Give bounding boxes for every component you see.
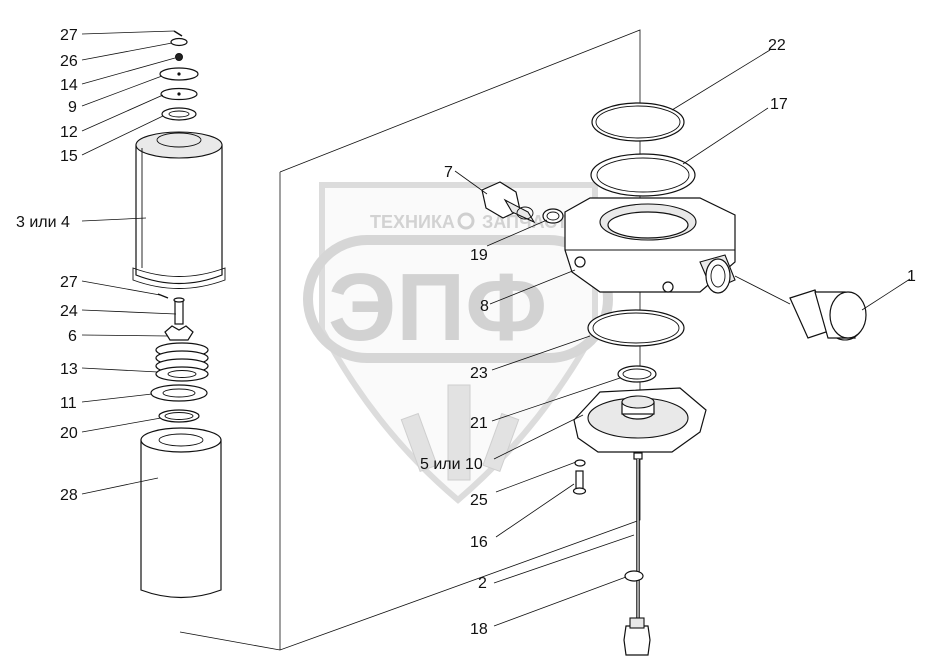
callout-22: 22 — [768, 37, 786, 54]
watermark-wheat-icon — [400, 384, 520, 481]
part-3-or-4-filter-housing — [132, 131, 226, 289]
callout-17: 17 — [770, 96, 788, 113]
part-5-or-10-cover — [573, 387, 707, 453]
part-28-filter-element — [140, 427, 222, 599]
part-15-ring-inner — [168, 110, 190, 118]
callout-18: 18 — [470, 621, 488, 638]
part-7-fitting — [481, 181, 536, 224]
part-20-ring-inner — [164, 412, 194, 420]
part-8-filter-body — [564, 197, 736, 294]
part-23-o-ring-inner — [592, 312, 680, 344]
callout-1: 1 — [907, 268, 916, 285]
right-assembly-parts — [481, 102, 867, 656]
part-17-snap-ring — [590, 153, 696, 197]
part-22-o-ring — [591, 102, 685, 142]
callout-19: 19 — [470, 247, 488, 264]
part-13-spring — [155, 342, 209, 382]
callout-25: 25 — [470, 492, 488, 509]
callout-28: 28 — [60, 487, 78, 504]
watermark-upper-text: ТЕХНИКА — [370, 212, 455, 232]
callout-23: 23 — [470, 365, 488, 382]
part-9-hole — [177, 72, 181, 76]
part-11-washer — [150, 384, 208, 402]
part-19-o-ring-inner — [546, 211, 560, 221]
callout-16: 16 — [470, 534, 488, 551]
callout-27-mid: 27 — [60, 274, 78, 291]
part-2-dipstick-rod — [633, 452, 643, 625]
callout-24: 24 — [60, 303, 78, 320]
part-27-top-pin — [173, 30, 183, 37]
watermark-shield — [319, 182, 598, 504]
part-16-bolt — [572, 470, 587, 495]
callout-15: 15 — [60, 148, 78, 165]
callout-21: 21 — [470, 415, 488, 432]
leader-lines — [81, 30, 911, 627]
part-26-washer — [170, 37, 188, 47]
callout-3-or-4: 3 или 4 — [16, 214, 70, 231]
part-25-washer — [574, 459, 586, 467]
part-14-ball — [175, 53, 183, 61]
callout-2: 2 — [478, 575, 487, 592]
part-22-o-ring-inner — [595, 105, 681, 139]
callout-7: 7 — [444, 164, 453, 181]
part-18-ring — [624, 570, 644, 582]
callout-20: 20 — [60, 425, 78, 442]
left-stack-parts — [132, 30, 226, 599]
part-23-o-ring — [587, 309, 685, 347]
callout-6: 6 — [68, 328, 77, 345]
part-6-clip — [164, 325, 194, 341]
callout-12: 12 — [60, 124, 78, 141]
part-19-o-ring — [542, 208, 564, 224]
part-21-o-ring — [617, 365, 657, 383]
callout-11: 11 — [60, 395, 77, 412]
part-2-plug — [623, 617, 651, 656]
watermark-gear-icon — [457, 212, 475, 230]
callout-labels: 27 26 14 9 12 15 3 или 4 27 24 6 13 11 2… — [16, 27, 916, 638]
part-21-o-ring-inner — [622, 368, 652, 380]
assembly-frame — [179, 29, 641, 651]
callout-26: 26 — [60, 53, 78, 70]
callout-5-or-10: 5 или 10 — [420, 456, 483, 473]
part-11-washer-hole — [162, 388, 196, 398]
part-17-snap-ring-inner — [596, 157, 690, 193]
part-12-hole — [177, 92, 181, 96]
callout-14: 14 — [60, 77, 78, 94]
part-20-ring — [158, 409, 200, 423]
part-15-ring — [161, 107, 197, 121]
part-24-bolt — [173, 297, 185, 325]
watermark-big-text: ЭПФ — [328, 254, 547, 361]
callout-8: 8 — [480, 298, 489, 315]
watermark-badge — [303, 235, 613, 363]
watermark: ТЕХНИКА ЗАПЧАСТИ ЭПФ — [303, 182, 613, 504]
part-1-cap-valve — [789, 289, 867, 341]
callout-13: 13 — [60, 361, 78, 378]
callout-27-top: 27 — [60, 27, 78, 44]
callout-9: 9 — [68, 99, 77, 116]
